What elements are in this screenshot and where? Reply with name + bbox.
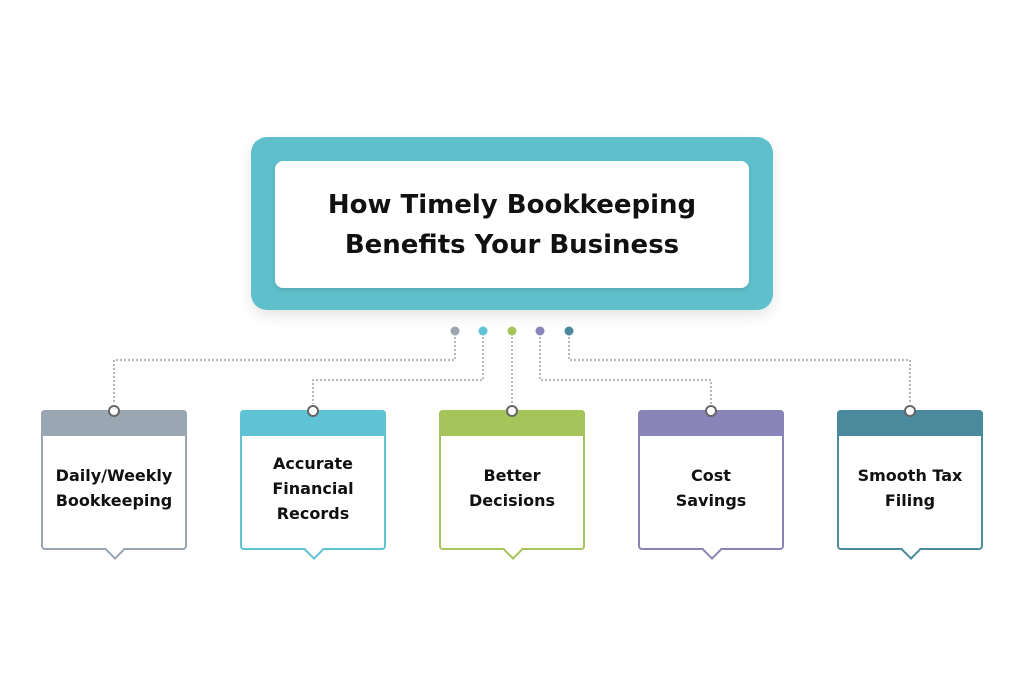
connector-dot (450, 326, 460, 336)
card-body: Accurate Financial Records (242, 436, 384, 548)
card-accurate-financial-records: Accurate Financial Records (240, 405, 386, 560)
card-smooth-tax-filing: Smooth Tax Filing (837, 405, 983, 560)
connector-pin (705, 405, 717, 417)
connector-line (113, 337, 456, 404)
card-label-line: Cost (691, 466, 731, 485)
title-frame: How Timely Bookkeeping Benefits Your Bus… (251, 137, 773, 310)
connector-pin (506, 405, 518, 417)
card-label-line: Smooth Tax (857, 466, 963, 485)
card-body: Cost Savings (640, 436, 782, 548)
connector-pin (108, 405, 120, 417)
connector-line (312, 337, 484, 404)
card-label-line: Daily/Weekly (55, 466, 173, 485)
title-box: How Timely Bookkeeping Benefits Your Bus… (275, 161, 749, 288)
card-label-line: Filing (884, 491, 936, 510)
connector-dot (535, 326, 545, 336)
card-label-line: Savings (675, 491, 747, 510)
connector-pin (307, 405, 319, 417)
connector-line (539, 337, 712, 404)
connector-dot (507, 326, 517, 336)
title-line-2: Benefits Your Business (344, 229, 680, 260)
card-daily-weekly-bookkeeping: Daily/Weekly Bookkeeping (41, 405, 187, 560)
connector-line (568, 337, 911, 404)
card-body: Better Decisions (441, 436, 583, 548)
card-label-line: Bookkeeping (55, 491, 173, 510)
connector-dot (478, 326, 488, 336)
card-label-line: Decisions (468, 491, 555, 510)
card-cost-savings: Cost Savings (638, 405, 784, 560)
card-label-line: Financial (272, 478, 354, 498)
card-label-line: Better (483, 466, 541, 485)
card-body: Daily/Weekly Bookkeeping (43, 436, 185, 548)
connector-pin (904, 405, 916, 417)
card-better-decisions: Better Decisions (439, 405, 585, 560)
connector-dot (564, 326, 574, 336)
card-body: Smooth Tax Filing (839, 436, 981, 548)
title-line-1: How Timely Bookkeeping (327, 189, 697, 220)
card-label-line: Accurate (273, 453, 353, 473)
card-label-line: Records (276, 503, 350, 523)
